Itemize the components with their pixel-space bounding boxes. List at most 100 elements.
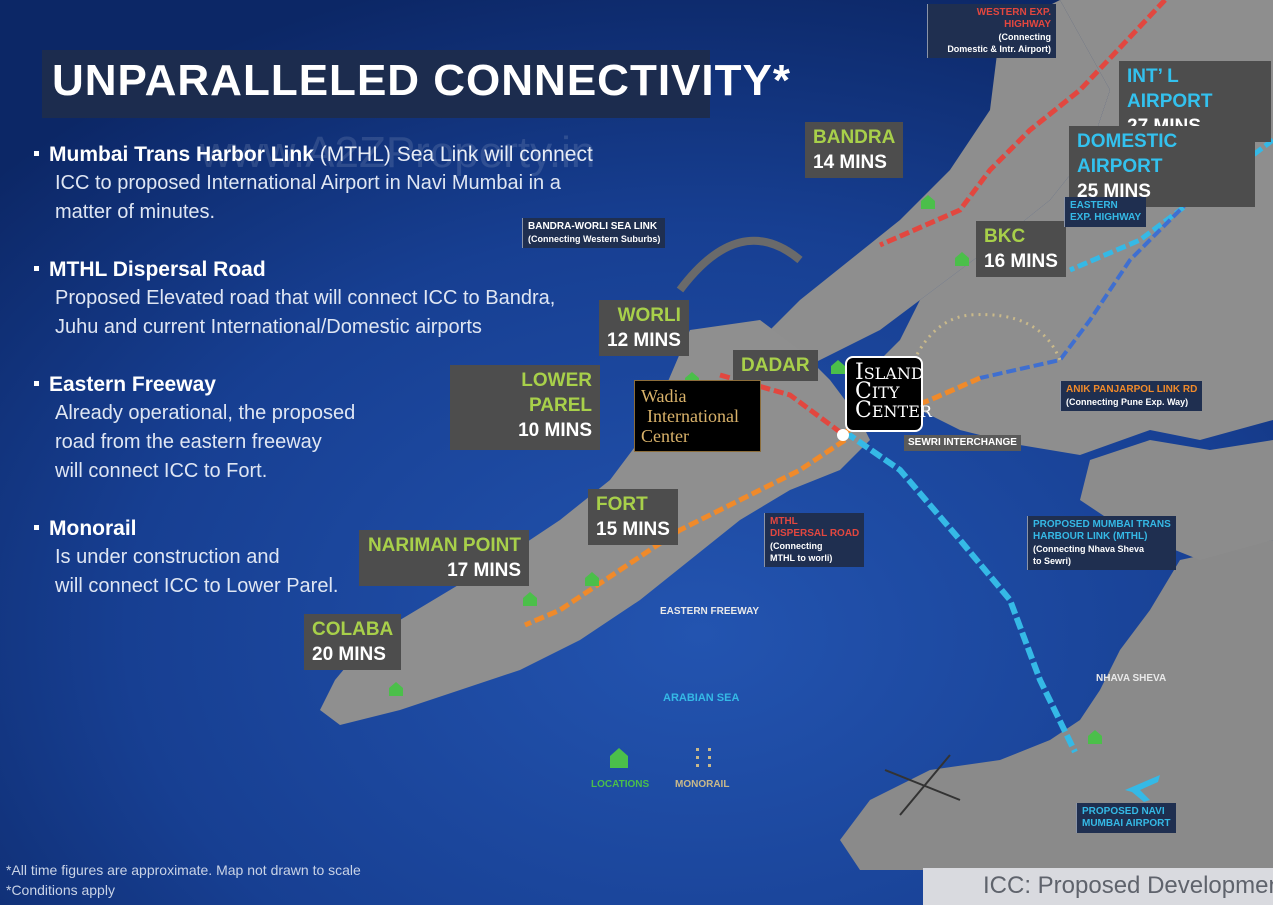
legend-location-icon (610, 748, 628, 768)
wadia-logo-line: International (647, 406, 739, 426)
label-eastern-exp: EASTERN EXP. HIGHWAY (1064, 197, 1147, 227)
bullet-line: Juhu and current International/Domestic … (55, 316, 482, 338)
label-colaba: COLABA 20 MINS (304, 614, 402, 670)
label-sub: MTHL to worli) (770, 553, 833, 563)
footnote: *All time figures are approximate. Map n… (6, 862, 361, 878)
label-title: MUMBAI AIRPORT (1082, 818, 1171, 829)
label-worli: WORLI 12 MINS (599, 300, 689, 356)
navi-mumbai-land (840, 540, 1273, 870)
icc-logo-line: ITY (871, 383, 900, 402)
footnote: *Conditions apply (6, 882, 115, 898)
place-name: NARIMAN POINT (367, 535, 521, 556)
icc-logo-line: ENTER (871, 402, 932, 421)
island-north-strip (760, 0, 1110, 380)
page-title: UNPARALLELED CONNECTIVITY* (52, 56, 791, 105)
travel-time: 15 MINS (596, 519, 670, 540)
red-route-dispersal (719, 372, 842, 435)
bullet-line: Is under construction and (55, 546, 280, 568)
label-title: EASTERN (1070, 200, 1118, 211)
place-name: DOMESTIC AIRPORT (1077, 131, 1178, 177)
label-sub: to Sewri) (1033, 556, 1072, 566)
icc-logo: ISLAND CITY CENTER (845, 356, 932, 432)
mthl-route (843, 429, 1078, 754)
bullet-dispersal: MTHL Dispersal Road Proposed Elevated ro… (32, 255, 592, 342)
title-bar (42, 50, 710, 118)
label-title: PROPOSED MUMBAI TRANS (1033, 519, 1171, 530)
place-name: COLABA (312, 619, 394, 640)
label-title: EXP. HIGHWAY (1070, 212, 1142, 223)
bandra-worli-sealink (676, 236, 803, 293)
label-bkc: BKC 16 MINS (976, 221, 1066, 277)
label-title: DISPERSAL ROAD (770, 528, 860, 539)
bullet-line: ICC to proposed International Airport in… (55, 172, 561, 194)
travel-time: 16 MINS (984, 251, 1058, 272)
legend-monorail-icon (696, 748, 711, 767)
label-title: HARBOUR LINK (MTHL) (1033, 531, 1148, 542)
label-mthl-link: PROPOSED MUMBAI TRANS HARBOUR LINK (MTHL… (1027, 516, 1176, 570)
place-name: LOWER PAREL (521, 370, 592, 416)
compass (884, 754, 961, 816)
footnotes: *All time figures are approximate. Map n… (6, 860, 361, 900)
icc-logo-initial: I (855, 360, 864, 385)
travel-time: 12 MINS (607, 330, 681, 351)
label-bandra-worli: BANDRA-WORLI SEA LINK (Connecting Wester… (522, 218, 666, 248)
label-title: HIGHWAY (1004, 19, 1051, 30)
wadia-logo-line: Wadia (641, 386, 687, 406)
travel-time: 17 MINS (447, 560, 521, 581)
label-sub: (Connecting Nhava Sheva (1033, 544, 1145, 554)
bullet-heading: MTHL Dispersal Road (49, 258, 266, 281)
label-lower-parel: LOWER PAREL 10 MINS (450, 365, 600, 450)
bullet-heading: Mumbai Trans Harbor Link (49, 143, 314, 166)
label-western-exp: WESTERN EXP. HIGHWAY (Connecting Domesti… (927, 4, 1056, 58)
label-anik: ANIK PANJARPOL LINK RD (Connecting Pune … (1060, 381, 1203, 411)
label-bandra: BANDRA 14 MINS (805, 122, 904, 178)
footer-text: ICC: Proposed Development (983, 872, 1273, 899)
place-name: INT’ L AIRPORT (1127, 66, 1213, 112)
label-title: ANIK PANJARPOL LINK RD (1066, 384, 1198, 395)
bullet-line: Proposed Elevated road that will connect… (55, 287, 556, 309)
label-arabian-sea: ARABIAN SEA (663, 692, 740, 704)
icc-logo-initial: C (855, 398, 872, 423)
bullet-mthl: Mumbai Trans Harbor Link (MTHL) Sea Link… (32, 140, 593, 227)
label-sub: (Connecting (998, 32, 1052, 42)
label-title: PROPOSED NAVI (1082, 806, 1165, 817)
label-title: MTHL (770, 516, 798, 527)
blue-route-anik (979, 198, 1192, 380)
label-sub: (Connecting Western Suburbs) (528, 234, 661, 244)
label-dadar: DADAR (733, 350, 818, 381)
label-nariman-point: NARIMAN POINT 17 MINS (359, 530, 529, 586)
label-nhava-sheva: NHAVA SHEVA (1096, 673, 1167, 684)
travel-time: 25 MINS (1077, 181, 1151, 202)
bullet-heading-rest: (MTHL) Sea Link will connect (313, 143, 593, 166)
label-fort: FORT 15 MINS (588, 489, 678, 545)
bullet-heading: Monorail (49, 517, 137, 540)
legend-locations-label: LOCATIONS (591, 779, 650, 790)
place-name: DADAR (741, 355, 810, 376)
mainland-east-coast (1080, 440, 1273, 560)
icc-logo-line: SLAND (863, 364, 924, 383)
orange-route-freeway (524, 437, 847, 628)
red-route (878, 0, 1167, 248)
bullet-monorail: Monorail Is under construction and will c… (32, 514, 592, 601)
wadia-logo-line: Center (641, 426, 689, 446)
icc-logo-initial: C (855, 379, 872, 404)
place-name: BANDRA (813, 127, 896, 148)
label-domestic-airport: DOMESTIC AIRPORT 25 MINS (1069, 126, 1255, 207)
label-navi-airport: PROPOSED NAVI MUMBAI AIRPORT (1076, 803, 1176, 833)
label-title: BANDRA-WORLI SEA LINK (528, 221, 658, 232)
bullet-line: matter of minutes. (55, 201, 216, 223)
bullet-line: will connect ICC to Lower Parel. (55, 575, 339, 597)
footer-bar (923, 868, 1273, 905)
travel-time: 20 MINS (312, 644, 386, 665)
travel-time: 10 MINS (518, 420, 592, 441)
travel-time: 14 MINS (813, 152, 887, 173)
icc-point (837, 429, 849, 441)
bullet-line: Already operational, the proposed (55, 402, 356, 424)
place-name: WORLI (617, 305, 681, 326)
bullet-line: will connect ICC to Fort. (55, 460, 268, 482)
legend-monorail-label: MONORAIL (675, 779, 730, 790)
place-name: BKC (984, 226, 1026, 247)
label-mthl-dispersal: MTHL DISPERSAL ROAD (Connecting MTHL to … (764, 513, 865, 567)
label-sub: Domestic & Intr. Airport) (947, 44, 1051, 54)
wadia-logo: Wadia International Center (634, 380, 761, 452)
